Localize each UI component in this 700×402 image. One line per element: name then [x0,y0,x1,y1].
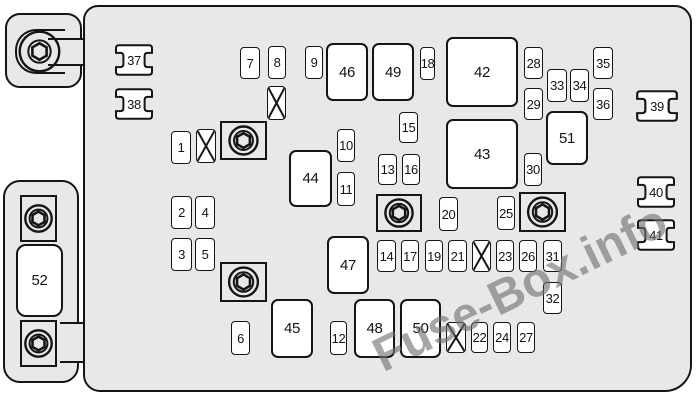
bolt [20,320,57,367]
fuse-12: 12 [330,321,347,355]
fuse-32: 32 [543,282,562,314]
fuse-31: 31 [543,240,562,272]
fuse-2: 2 [171,196,192,229]
fuse-21: 21 [448,240,467,272]
fuse-8: 8 [268,46,286,79]
holder-label: 38 [127,96,141,112]
blank-slot-x [472,240,491,272]
bolt [18,30,61,73]
relay-46: 46 [326,43,368,101]
fuse-13: 13 [378,154,397,185]
fuse-holder-37: 37 [114,44,154,76]
fuse-1: 1 [171,131,191,164]
fuse-4: 4 [195,196,215,229]
blank-slot-x [446,322,466,353]
bolt [20,195,57,242]
fuse-27: 27 [517,322,535,353]
fuse-30: 30 [524,153,542,186]
holder-label: 39 [650,98,664,114]
fuse-35: 35 [593,47,613,79]
holder-label: 37 [127,52,141,68]
relay-52: 52 [16,244,63,317]
bolt [376,194,422,232]
fuse-23: 23 [496,240,514,272]
fuse-holder-41: 41 [636,219,676,251]
fuse-22: 22 [471,322,488,353]
fuse-15: 15 [399,112,418,143]
fuse-17: 17 [401,240,419,272]
bolt [220,262,267,302]
relay-43: 43 [446,119,518,189]
fuse-36: 36 [593,88,613,120]
fuse-7: 7 [240,47,260,79]
fuse-holder-38: 38 [114,88,154,120]
relay-50: 50 [400,299,441,358]
fuse-29: 29 [524,88,543,120]
fuse-19: 19 [425,240,443,272]
holder-label: 41 [649,227,663,243]
fuse-33: 33 [547,69,567,102]
relay-44: 44 [289,150,332,207]
bolt [519,192,566,232]
fuse-24: 24 [493,322,511,353]
relay-51: 51 [546,111,588,165]
fuse-20: 20 [439,197,458,231]
mount-lug-bottom [60,322,86,363]
fuse-9: 9 [305,46,323,79]
relay-48: 48 [354,299,395,358]
fuse-5: 5 [195,238,215,271]
relay-42: 42 [446,37,518,107]
relay-47: 47 [327,236,369,294]
fuse-25: 25 [497,196,515,230]
relay-45: 45 [271,299,313,358]
blank-slot-x [196,129,216,163]
fuse-28: 28 [524,47,543,79]
fuse-26: 26 [519,240,537,272]
fuse-14: 14 [377,240,396,272]
fuse-34: 34 [570,69,589,102]
bolt [220,121,267,160]
fuse-11: 11 [337,172,355,206]
blank-slot-x [267,86,286,120]
fuse-holder-39: 39 [635,90,679,122]
fuse-10: 10 [337,129,355,162]
fuse-3: 3 [171,238,192,271]
fuse-6: 6 [231,321,250,355]
fuse-18: 18 [420,47,435,80]
fuse-16: 16 [402,154,420,185]
holder-label: 40 [649,184,663,200]
fuse-holder-40: 40 [636,176,676,208]
mount-lug-top [48,38,86,66]
relay-49: 49 [372,43,414,101]
